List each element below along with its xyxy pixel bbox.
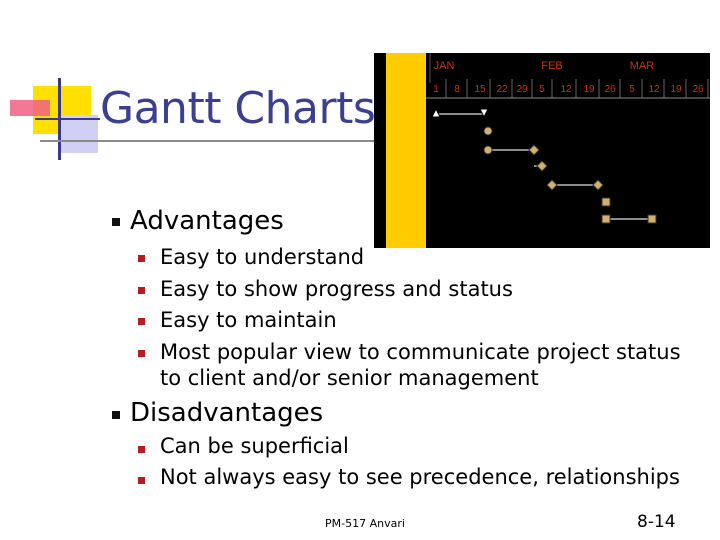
bullet (138, 477, 145, 484)
gantt-square-marker (601, 214, 611, 224)
title-underline (40, 140, 385, 142)
heading-advantages: Advantages (130, 206, 284, 236)
disadvantage-item: Not always easy to see precedence, relat… (160, 465, 680, 489)
gantt-yellow-strip (386, 53, 426, 248)
logo-lavender-block (60, 115, 98, 153)
gantt-week-label: 19 (670, 84, 682, 95)
advantage-item: Easy to show progress and status (160, 277, 513, 301)
disadvantage-item: Can be superficial (160, 434, 349, 458)
bullet (138, 255, 145, 262)
gantt-month-label: MAR (630, 60, 655, 72)
gantt-chart-image: JAN FEB MAR 1 8 15 22 29 5 12 19 26 5 12 19 26 (374, 53, 710, 248)
advantage-item: Easy to maintain (160, 308, 337, 332)
bullet (138, 287, 145, 294)
gantt-diamond-marker (536, 160, 548, 172)
bullet-disadvantages (112, 411, 120, 419)
gantt-milestone-triangle (479, 108, 489, 119)
gantt-week-label: 12 (648, 84, 660, 95)
logo-decoration (0, 0, 120, 170)
gantt-week-label: 29 (516, 84, 528, 95)
bullet-advantages (112, 218, 120, 226)
gantt-week-label: 26 (692, 84, 704, 95)
gantt-square-marker (647, 214, 657, 224)
page-number: 8-14 (637, 512, 676, 532)
gantt-square-marker (601, 197, 611, 207)
gantt-weeks: 1 8 15 22 29 5 12 19 26 5 12 19 26 (426, 79, 710, 99)
logo-horizontal-line (35, 118, 100, 120)
gantt-week-label: 12 (560, 84, 572, 95)
gantt-week-label: 5 (539, 84, 545, 95)
bullet (138, 318, 145, 325)
gantt-circle-marker (483, 126, 493, 136)
gantt-week-label: 15 (474, 84, 486, 95)
gantt-milestone-triangle (431, 107, 441, 118)
gantt-week-label: 26 (604, 84, 616, 95)
logo-pink-block (10, 100, 50, 116)
gantt-diamond-marker (592, 179, 604, 191)
advantage-item-continuation: to client and/or senior management (160, 366, 539, 390)
gantt-diamond-marker (528, 144, 540, 156)
bullet (138, 446, 145, 453)
gantt-week-label: 5 (629, 84, 635, 95)
gantt-week-label: 19 (583, 84, 595, 95)
gantt-rows (431, 107, 657, 224)
gantt-months: JAN FEB MAR (429, 53, 655, 83)
bullet (138, 350, 145, 357)
gantt-month-label: JAN (434, 60, 455, 72)
gantt-week-label: 1 (433, 84, 439, 95)
gantt-month-label: FEB (541, 60, 562, 72)
gantt-week-label: 22 (496, 84, 508, 95)
advantage-item: Most popular view to communicate project… (160, 340, 681, 364)
gantt-week-label: 8 (454, 84, 460, 95)
gantt-diamond-marker (546, 179, 558, 191)
heading-disadvantages: Disadvantages (130, 398, 324, 428)
gantt-circle-marker (483, 145, 493, 155)
slide-title: Gantt Charts (100, 83, 376, 134)
advantage-item: Easy to understand (160, 245, 365, 269)
footer-text: PM-517 Anvari (325, 517, 405, 530)
